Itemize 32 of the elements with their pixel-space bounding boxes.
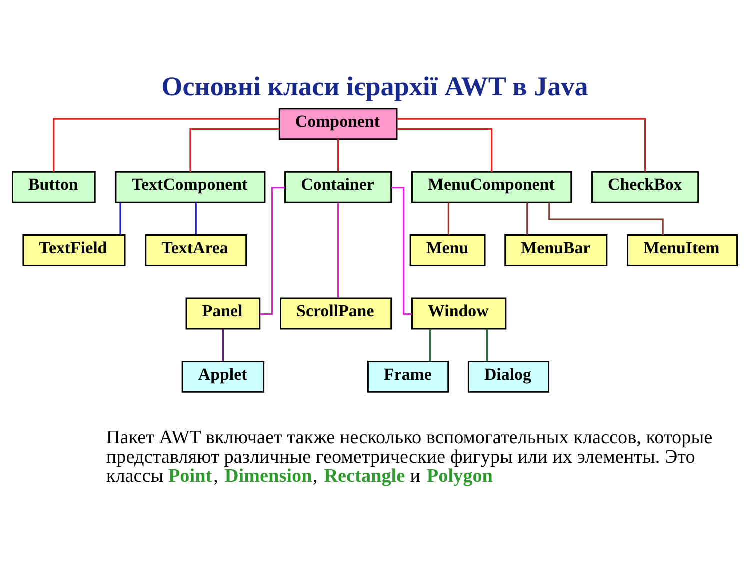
connector: [53, 118, 280, 172]
node-box: Menu: [410, 234, 486, 266]
connector: [526, 202, 528, 234]
node-box: Dialog: [468, 360, 550, 392]
node-box: CheckBox: [592, 170, 700, 203]
node-box: Window: [412, 297, 507, 330]
connector: [338, 138, 340, 172]
node-box: Panel: [186, 297, 261, 330]
connector: [486, 328, 488, 361]
node-box: Applet: [182, 360, 265, 392]
label: Пакет AWT включает также несколько вспомогательных классов, которые представляют различные геометрические фигуры или их элементы. Это классы Point, Dimension, Rectangle и Polygon: [106, 427, 713, 487]
connector: [195, 202, 197, 234]
node-box: MenuBar: [504, 234, 608, 266]
node-box: Component: [278, 108, 398, 140]
connector: [120, 202, 122, 234]
connector: [397, 128, 493, 172]
connector: [338, 202, 340, 298]
node-box: MenuItem: [627, 234, 738, 266]
diagram-title: Основні класи ієрархії AWT в Java: [162, 71, 588, 102]
connector: [448, 202, 450, 234]
node-box: ScrollPane: [280, 297, 392, 330]
connector: [190, 128, 280, 172]
node-box: TextArea: [145, 234, 248, 266]
node-box: Frame: [368, 360, 450, 392]
connector: [397, 118, 646, 172]
node-box: MenuComponent: [412, 170, 572, 203]
node-box: TextField: [22, 234, 126, 266]
node-box: Container: [284, 170, 392, 203]
connector: [222, 328, 224, 361]
node-box: TextComponent: [115, 170, 266, 203]
node-box: Button: [12, 170, 96, 203]
connector: [430, 328, 432, 361]
